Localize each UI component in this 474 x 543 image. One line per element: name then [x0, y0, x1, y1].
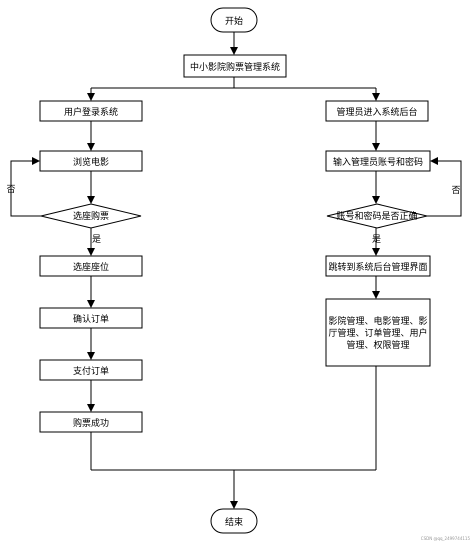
admin-enter-node: 管理员进入系统后台: [325, 100, 429, 122]
select-seat-label: 选座座位: [73, 261, 109, 273]
input-credentials-node: 输入管理员账号和密码: [325, 150, 431, 172]
success-label: 购票成功: [73, 417, 109, 429]
label-yes-right: 是: [372, 234, 381, 245]
watermark: CSDN @qq_2499744115: [421, 536, 471, 541]
user-login-node: 用户登录系统: [39, 100, 143, 122]
admin-enter-label: 管理员进入系统后台: [336, 106, 417, 118]
admin-functions-line-1: 影院管理、电影管理、影: [328, 315, 427, 327]
system-node: 中小影院购票管理系统: [183, 54, 287, 78]
success-node: 购票成功: [39, 411, 143, 433]
confirm-order-label: 确认订单: [73, 313, 109, 325]
end-label: 结束: [225, 516, 243, 528]
browse-label: 浏览电影: [73, 156, 109, 168]
label-yes-left: 是: [92, 234, 101, 245]
system-label: 中小影院购票管理系统: [190, 61, 280, 73]
check-credentials-decision: 账号和密码是否正确: [326, 203, 428, 229]
input-credentials-label: 输入管理员账号和密码: [333, 156, 423, 168]
admin-functions-line-2: 厅管理、订单管理、用户: [328, 327, 427, 339]
label-no-right: 否: [451, 185, 460, 196]
select-ticket-decision: 选座购票: [40, 203, 142, 229]
label-no-left: 否: [6, 184, 15, 195]
check-credentials-label: 账号和密码是否正确: [336, 210, 417, 222]
admin-functions-node: 影院管理、电影管理、影 厅管理、订单管理、用户 管理、权限管理: [325, 298, 431, 367]
select-ticket-label: 选座购票: [73, 210, 109, 222]
edge-select-no-loop: [10, 157, 41, 217]
start-node: 开始: [210, 7, 258, 33]
browse-node: 浏览电影: [39, 150, 143, 172]
edge-check-no-loop: [427, 157, 462, 217]
pay-order-label: 支付订单: [73, 365, 109, 377]
user-login-label: 用户登录系统: [64, 106, 118, 118]
jump-admin-node: 跳转到系统后台管理界面: [325, 255, 431, 277]
confirm-order-node: 确认订单: [39, 307, 143, 329]
admin-functions-line-3: 管理、权限管理: [346, 339, 409, 351]
start-label: 开始: [225, 15, 243, 27]
jump-admin-label: 跳转到系统后台管理界面: [328, 261, 427, 273]
end-node: 结束: [210, 508, 258, 534]
pay-order-node: 支付订单: [39, 359, 143, 381]
select-seat-node: 选座座位: [39, 255, 143, 277]
